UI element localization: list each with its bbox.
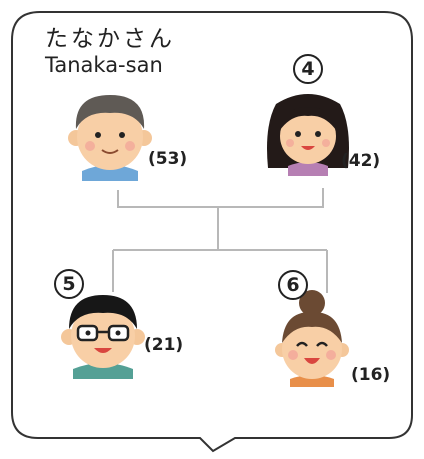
mother-age: (42) — [341, 151, 381, 171]
daughter-illustration — [275, 290, 349, 387]
family-caption: たなかさん Tanaka-san — [45, 28, 175, 76]
family-name-english: Tanaka-san — [45, 53, 163, 77]
son-illustration — [61, 295, 145, 379]
son-age: (21) — [144, 335, 184, 355]
daughter-age: (16) — [351, 365, 391, 385]
tree-lines — [112, 188, 328, 293]
daughter-number-badge: 6 — [278, 270, 308, 300]
family-name-japanese: たなかさん — [45, 26, 175, 52]
father-age: (53) — [148, 149, 188, 169]
mother-number-badge: 4 — [293, 54, 323, 84]
son-number-badge: 5 — [54, 269, 84, 299]
mother-illustration — [267, 94, 349, 176]
frame-border — [11, 11, 413, 453]
father-illustration — [68, 95, 152, 181]
